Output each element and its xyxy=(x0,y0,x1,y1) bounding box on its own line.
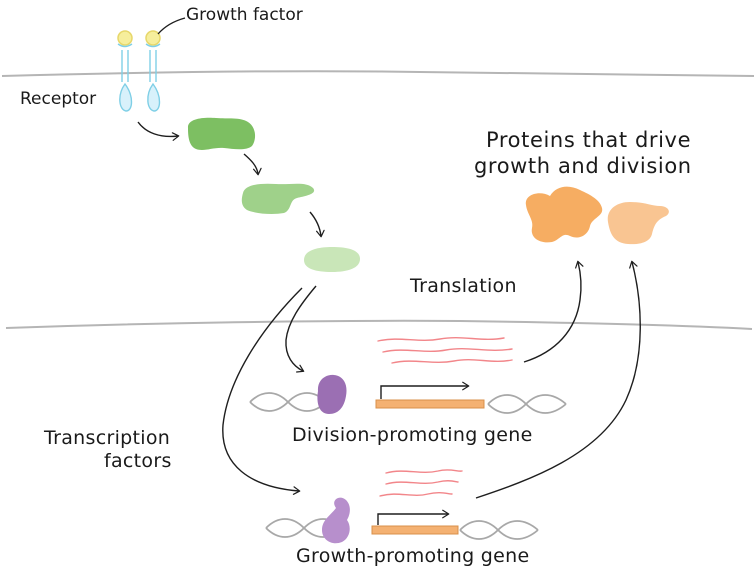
transcription-factors-label-line1: Transcription xyxy=(44,427,171,449)
cell-membrane-line xyxy=(1,70,755,77)
growth-factor-label: Growth factor xyxy=(186,5,303,25)
transcription-factors-label-line2: factors xyxy=(104,450,172,472)
growth-mrna-strands xyxy=(379,469,463,497)
division-gene-bar xyxy=(375,399,485,409)
arrow-kinase1-to-kinase2 xyxy=(243,153,262,176)
division-promoting-gene-label: Division-promoting gene xyxy=(292,424,533,446)
arrow-to-growth-gene xyxy=(222,287,303,495)
translation-label: Translation xyxy=(410,275,517,297)
growth-transcription-start-arrow xyxy=(377,509,450,525)
arrow-to-division-gene xyxy=(285,285,317,373)
kinase-protein-3 xyxy=(304,247,360,272)
division-dna-strand xyxy=(249,392,567,414)
growth-protein-1 xyxy=(525,186,603,243)
growth-factor-pointer-line xyxy=(157,17,186,35)
arrow-growth-mrna-to-protein xyxy=(475,260,641,499)
kinase-protein-2 xyxy=(241,183,315,214)
arrow-division-mrna-to-protein xyxy=(523,260,584,363)
growth-transcription-factor xyxy=(322,497,350,544)
arrow-kinase2-to-kinase3 xyxy=(309,211,325,238)
receptor-pair xyxy=(117,43,161,112)
division-transcription-start-arrow xyxy=(380,381,470,399)
growth-promoting-gene-label: Growth-promoting gene xyxy=(296,545,530,567)
kinase-protein-1 xyxy=(187,117,256,150)
proteins-label-line2: growth and division xyxy=(474,154,692,178)
growth-gene-bar xyxy=(371,525,459,535)
arrow-receptor-to-kinase xyxy=(137,121,180,141)
proteins-label-line1: Proteins that drive xyxy=(486,128,692,152)
division-mrna-strands xyxy=(377,337,513,364)
receptor-label: Receptor xyxy=(20,89,97,109)
division-transcription-factor xyxy=(317,374,347,414)
growth-factor-ligands xyxy=(117,30,161,46)
growth-protein-2 xyxy=(607,202,669,245)
nuclear-membrane-line xyxy=(5,319,753,330)
